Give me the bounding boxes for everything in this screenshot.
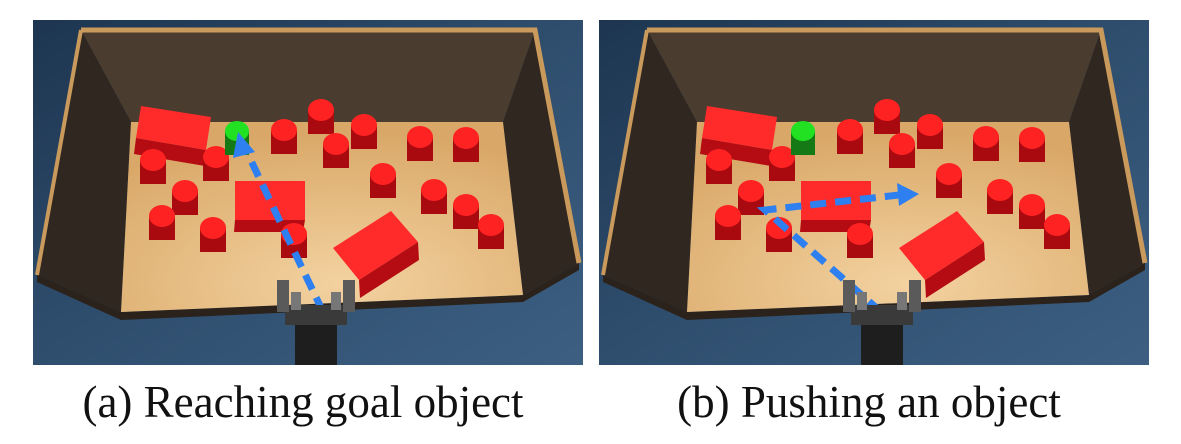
red-block	[899, 211, 985, 298]
panel-reaching	[33, 20, 583, 365]
red-block	[234, 181, 305, 232]
dashed-arrow-icon	[756, 183, 919, 315]
box-rim	[647, 27, 1148, 264]
goal-object	[791, 121, 815, 155]
red-block	[333, 211, 419, 298]
red-block	[134, 106, 211, 166]
box-right-wall	[503, 30, 579, 295]
scene-reaching	[33, 20, 583, 365]
box-back-wall	[81, 30, 535, 122]
caption-reaching: (a) Reaching goal object	[82, 377, 524, 427]
box-rim	[81, 27, 582, 264]
box-right-wall	[1069, 30, 1145, 295]
scene-pushing	[599, 20, 1149, 365]
caption-pushing: (b) Pushing an object	[677, 377, 1061, 427]
red-cylinder-group	[706, 99, 1070, 258]
box-left-wall	[603, 30, 697, 312]
robot-gripper-icon	[843, 280, 921, 365]
box-back-wall	[647, 30, 1101, 122]
box-left-wall	[37, 30, 131, 312]
red-cylinder-group	[140, 99, 504, 258]
red-block	[700, 106, 777, 166]
dashed-arrow-icon	[233, 132, 327, 314]
robot-gripper-icon	[277, 280, 355, 365]
panel-pushing	[599, 20, 1149, 365]
